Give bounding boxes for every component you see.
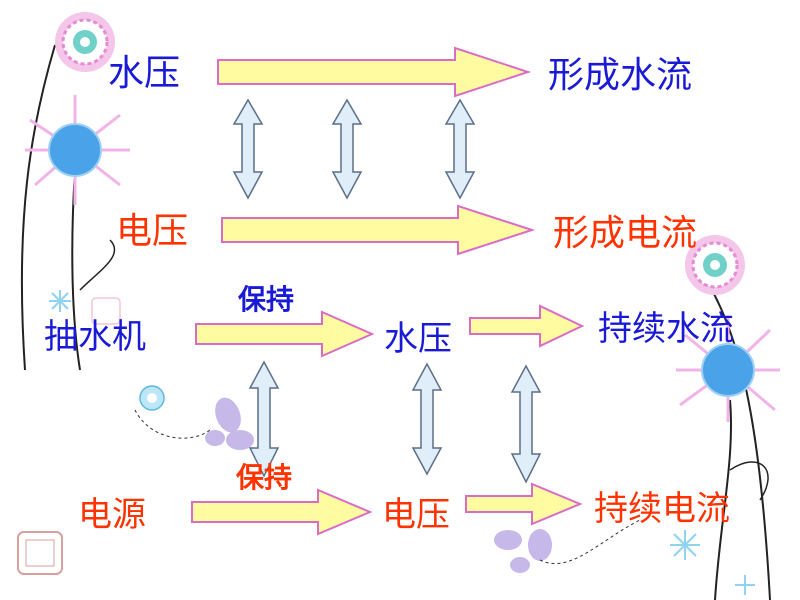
seal-stamp-icon	[17, 531, 63, 575]
pump-water-pressure-label: 水压	[384, 319, 452, 359]
right-arrow-icon	[221, 204, 536, 256]
right-arrow-icon	[195, 310, 375, 358]
double-arrow-icon	[510, 364, 542, 484]
pump-label: 抽水机	[44, 317, 146, 357]
right-arrow-icon	[191, 488, 373, 536]
power-source-label: 电源	[78, 495, 146, 535]
blue-flower-icon	[676, 318, 780, 422]
double-arrow-icon	[248, 360, 280, 478]
snowflake-icon	[670, 530, 700, 560]
right-arrow-icon	[469, 304, 585, 348]
continuous-water-flow-label: 持续水流	[598, 309, 734, 349]
water-pressure-label: 水压	[108, 53, 181, 94]
blue-flower-icon	[25, 95, 130, 205]
pink-flower-icon	[685, 235, 745, 295]
double-arrow-icon	[444, 98, 476, 200]
double-arrow-icon	[232, 98, 264, 200]
double-arrow-icon	[411, 362, 443, 476]
snowflake-icon	[49, 290, 71, 312]
double-arrow-icon	[331, 98, 363, 200]
seal-stamp-icon	[91, 297, 121, 325]
right-arrow-icon	[465, 482, 583, 526]
water-flow-label: 形成水流	[548, 55, 693, 96]
maintain-label-top: 保持	[238, 283, 295, 316]
small-flower-icon	[139, 385, 165, 411]
maintain-label-bottom: 保持	[236, 461, 293, 494]
butterfly-icon	[205, 397, 254, 450]
source-voltage-label: 电压	[382, 495, 450, 535]
pink-flower-icon	[55, 12, 115, 72]
snowflake-icon	[735, 575, 755, 595]
current-label: 形成电流	[553, 213, 698, 254]
right-arrow-icon	[217, 46, 532, 98]
butterfly-icon	[494, 529, 552, 573]
continuous-current-label: 持续电流	[594, 489, 730, 529]
voltage-label: 电压	[116, 211, 189, 252]
